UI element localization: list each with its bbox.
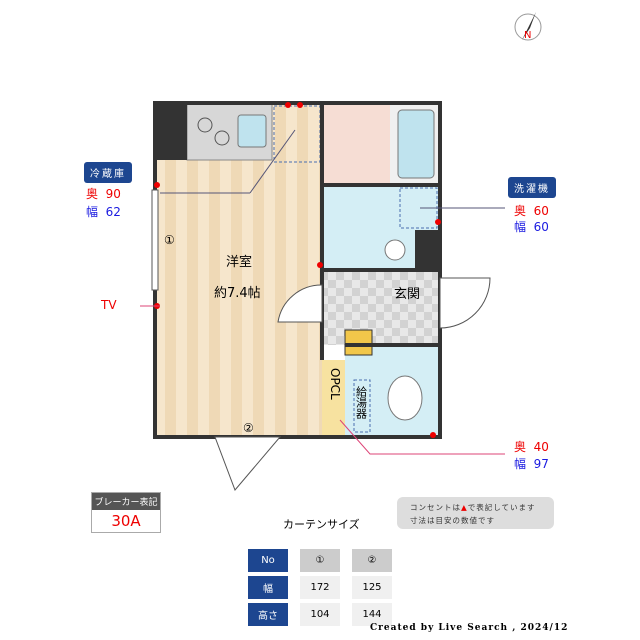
cell: 104 [300, 603, 340, 626]
washer-badge: 洗濯機 [508, 177, 556, 198]
svg-text:①: ① [164, 233, 175, 247]
fridge-badge: 冷蔵庫 [84, 162, 132, 183]
fridge-width: 幅 62 [86, 205, 121, 219]
cell: 125 [352, 576, 392, 599]
fridge-depth: 奥 90 [86, 187, 121, 201]
tv-label: TV [101, 298, 117, 312]
compass: N [514, 12, 542, 41]
breaker-value: 30A [111, 512, 141, 530]
row-label: 高さ [248, 603, 288, 626]
washer-depth: 奥 60 [514, 204, 549, 218]
credit: Created by Live Search , 2024/12 [370, 623, 569, 633]
svg-text:N: N [524, 30, 531, 41]
svg-text:OPCL: OPCL [328, 368, 342, 400]
table-row: 幅 172 125 [248, 576, 392, 599]
other-depth: 奥 40 [514, 440, 549, 454]
header-no: No [248, 549, 288, 572]
sink [237, 114, 267, 148]
washer-width: 幅 60 [514, 220, 549, 234]
svg-text:玄関: 玄関 [394, 287, 420, 302]
bathroom [322, 103, 390, 185]
curtain-title: カーテンサイズ [283, 518, 360, 531]
svg-text:給湯器: 給湯器 [355, 385, 368, 420]
breaker-title: ブレーカー表記 [92, 493, 160, 510]
svg-text:②: ② [243, 421, 254, 435]
svg-text:洋室: 洋室 [226, 254, 252, 270]
header-1: ① [300, 549, 340, 572]
entrance [322, 270, 440, 345]
water-heater [353, 379, 371, 433]
outlet-note: コンセントは▲で表記しています 寸法は目安の数値です [397, 497, 554, 529]
outlet-marker-icon: ▲ [461, 503, 468, 512]
header-2: ② [352, 549, 392, 572]
other-width: 幅 97 [514, 457, 549, 471]
breaker-box: ブレーカー表記 30A [91, 492, 161, 533]
svg-text:約7.4帖: 約7.4帖 [214, 286, 261, 301]
cell: 144 [352, 603, 392, 626]
fridge-space [273, 105, 321, 163]
closet [322, 360, 345, 437]
cell: 172 [300, 576, 340, 599]
row-label: 幅 [248, 576, 288, 599]
table-row: 高さ 104 144 [248, 603, 392, 626]
